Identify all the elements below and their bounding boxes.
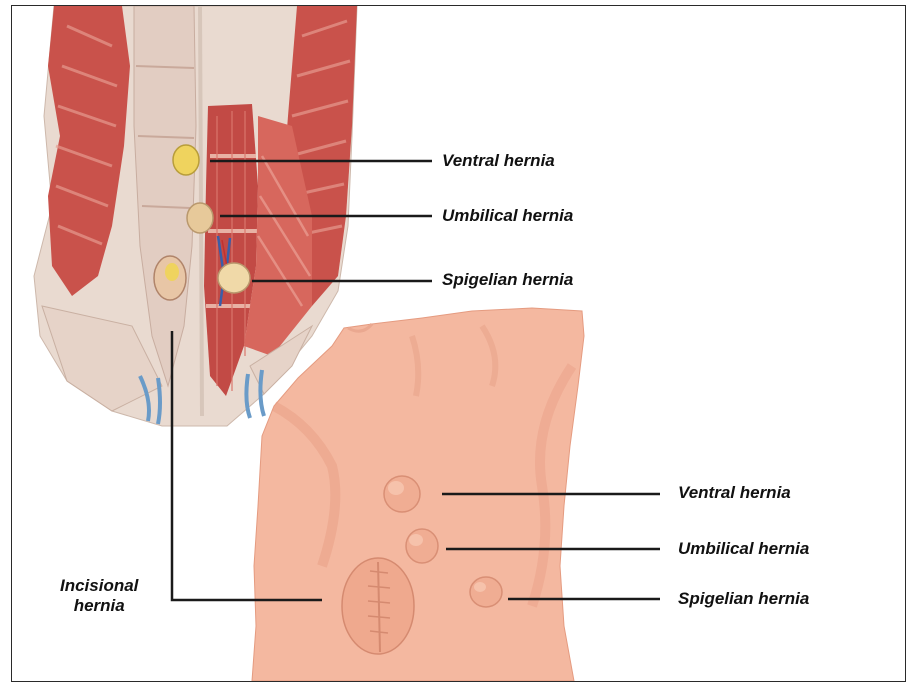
label-lower-umbilical-hernia: Umbilical hernia [678, 539, 809, 559]
hernia-illustration [12, 6, 905, 681]
label-upper-spigelian-hernia: Spigelian hernia [442, 270, 573, 290]
label-lower-spigelian-hernia: Spigelian hernia [678, 589, 809, 609]
label-upper-umbilical-hernia: Umbilical hernia [442, 206, 573, 226]
label-lower-ventral-hernia: Ventral hernia [678, 483, 791, 503]
label-incisional-hernia: Incisional hernia [60, 576, 138, 616]
figure-frame: Ventral hernia Umbilical hernia Spigelia… [11, 5, 906, 682]
label-upper-ventral-hernia: Ventral hernia [442, 151, 555, 171]
